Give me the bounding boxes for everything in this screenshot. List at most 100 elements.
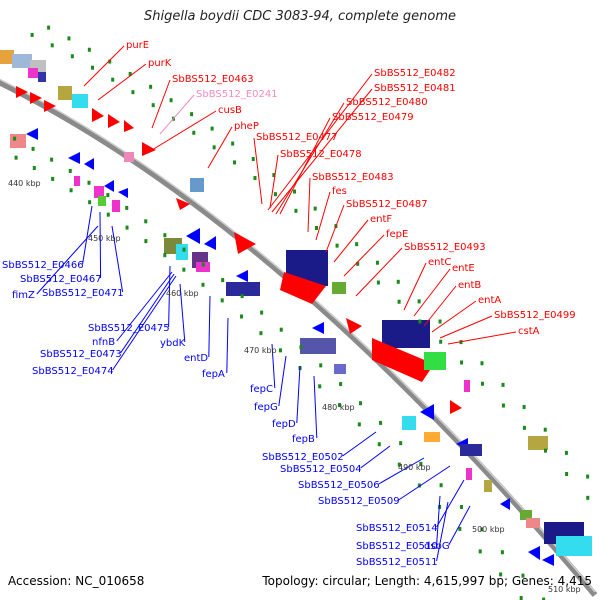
feature-block[interactable] xyxy=(10,134,26,148)
gene-label[interactable]: cusB xyxy=(218,105,242,116)
feature-block[interactable] xyxy=(72,94,88,108)
feature-block[interactable] xyxy=(124,152,134,162)
gene-label[interactable]: dsbG xyxy=(424,541,450,552)
feature-block[interactable] xyxy=(556,536,592,556)
gene-label[interactable]: SbBS512_E0499 xyxy=(494,310,576,321)
gene-label[interactable]: SbBS512_E0482 xyxy=(374,68,456,79)
feature-block[interactable] xyxy=(520,510,532,520)
gene-label[interactable]: SbBS512_E0473 xyxy=(40,349,122,360)
gene-label[interactable]: entD xyxy=(184,353,208,364)
feature-block[interactable] xyxy=(484,480,492,492)
gene-label[interactable]: SbBS512_E0509 xyxy=(318,496,400,507)
gene-label[interactable]: SbBS512_E0466 xyxy=(2,260,84,271)
feature-block[interactable] xyxy=(332,282,346,294)
gene-label[interactable]: SbBS512_E0487 xyxy=(346,199,428,210)
reverse-gene[interactable] xyxy=(500,498,510,510)
feature-block[interactable] xyxy=(196,262,210,272)
reverse-gene[interactable] xyxy=(312,322,324,334)
gene-label[interactable]: cstA xyxy=(518,326,540,337)
reverse-gene[interactable] xyxy=(420,404,434,420)
gene-label[interactable]: SbBS512_E0481 xyxy=(374,83,456,94)
gene-label[interactable]: SbBS512_E0463 xyxy=(172,74,254,85)
feature-block[interactable] xyxy=(176,244,188,260)
feature-block[interactable] xyxy=(528,436,548,450)
gene-label[interactable]: SbBS512_E0502 xyxy=(262,452,344,463)
reverse-gene[interactable] xyxy=(118,188,128,198)
reverse-gene[interactable] xyxy=(542,554,554,566)
gene-label[interactable]: SbBS512_E0477 xyxy=(256,132,338,143)
feature-block[interactable] xyxy=(382,320,430,348)
gene-label[interactable]: fepG xyxy=(254,402,278,413)
gene-label[interactable]: fepE xyxy=(386,229,408,240)
forward-gene[interactable] xyxy=(142,142,156,156)
gene-label[interactable]: SbBS512_E0493 xyxy=(404,242,486,253)
feature-block[interactable] xyxy=(526,518,540,528)
forward-gene[interactable] xyxy=(16,86,28,98)
gene-label[interactable]: SbBS512_E0467 xyxy=(20,274,102,285)
feature-block[interactable] xyxy=(28,68,38,78)
gene-label[interactable]: SbBS512_E0511 xyxy=(356,557,438,568)
forward-gene[interactable] xyxy=(44,100,56,112)
forward-gene[interactable] xyxy=(108,114,120,128)
gene-label[interactable]: SbBS512_E0474 xyxy=(32,366,114,377)
forward-gene[interactable] xyxy=(92,108,104,122)
gene-label[interactable]: fes xyxy=(332,186,347,197)
feature-block[interactable] xyxy=(424,352,446,370)
gene-label[interactable]: fimZ xyxy=(12,290,35,301)
feature-block[interactable] xyxy=(94,186,104,198)
gene-label[interactable]: SbBS512_E0514 xyxy=(356,523,438,534)
reverse-gene[interactable] xyxy=(104,180,114,192)
gene-label[interactable]: SbBS512_E0241 xyxy=(196,89,278,100)
forward-gene[interactable] xyxy=(176,198,190,210)
feature-block[interactable] xyxy=(466,468,472,480)
gene-label[interactable]: SbBS512_E0504 xyxy=(280,464,362,475)
feature-block[interactable] xyxy=(74,176,80,186)
feature-block[interactable] xyxy=(38,72,46,82)
feature-block[interactable] xyxy=(58,86,72,100)
feature-block[interactable] xyxy=(402,416,416,430)
gene-label[interactable]: entA xyxy=(478,295,501,306)
gene-label[interactable]: pheP xyxy=(234,121,259,132)
gene-label[interactable]: nfnB xyxy=(92,337,115,348)
gene-label[interactable]: entE xyxy=(452,263,475,274)
feature-block[interactable] xyxy=(460,444,482,456)
feature-block[interactable] xyxy=(98,196,106,206)
reverse-gene[interactable] xyxy=(84,158,94,170)
forward-gene[interactable] xyxy=(280,272,326,304)
gene-label[interactable]: purE xyxy=(126,40,149,51)
forward-gene[interactable] xyxy=(372,338,434,382)
gene-label[interactable]: fepA xyxy=(202,369,225,380)
forward-gene[interactable] xyxy=(124,120,134,132)
feature-block[interactable] xyxy=(190,178,204,192)
gene-label[interactable]: SbBS512_E0506 xyxy=(298,480,380,491)
forward-gene[interactable] xyxy=(346,318,362,334)
feature-block[interactable] xyxy=(112,200,120,212)
gene-label[interactable]: fepC xyxy=(250,384,273,395)
reverse-gene[interactable] xyxy=(26,128,38,140)
gene-label[interactable]: SbBS512_E0471 xyxy=(42,288,124,299)
gene-label[interactable]: entB xyxy=(458,280,481,291)
forward-gene[interactable] xyxy=(450,400,462,414)
reverse-gene[interactable] xyxy=(186,228,200,244)
gene-label[interactable]: ybdK xyxy=(160,338,186,349)
gene-label[interactable]: SbBS512_E0479 xyxy=(332,112,414,123)
gene-label[interactable]: SbBS512_E0478 xyxy=(280,149,362,160)
forward-gene[interactable] xyxy=(234,232,256,254)
gene-label[interactable]: fepB xyxy=(292,434,315,445)
reverse-gene[interactable] xyxy=(68,152,80,164)
gene-label[interactable]: SbBS512_E0483 xyxy=(312,172,394,183)
gene-label[interactable]: SbBS512_E0480 xyxy=(346,97,428,108)
reverse-gene[interactable] xyxy=(236,270,248,282)
gene-label[interactable]: fepD xyxy=(272,419,296,430)
gene-label[interactable]: entF xyxy=(370,214,392,225)
gene-label[interactable]: entC xyxy=(428,257,451,268)
feature-block[interactable] xyxy=(424,432,440,442)
feature-block[interactable] xyxy=(300,338,336,354)
gene-label[interactable]: purK xyxy=(148,58,172,69)
gene-label[interactable]: SbBS512_E0510 xyxy=(356,541,438,552)
feature-block[interactable] xyxy=(464,380,470,392)
feature-block[interactable] xyxy=(334,364,346,374)
gene-label[interactable]: SbBS512_E0475 xyxy=(88,323,170,334)
reverse-gene[interactable] xyxy=(528,546,540,560)
